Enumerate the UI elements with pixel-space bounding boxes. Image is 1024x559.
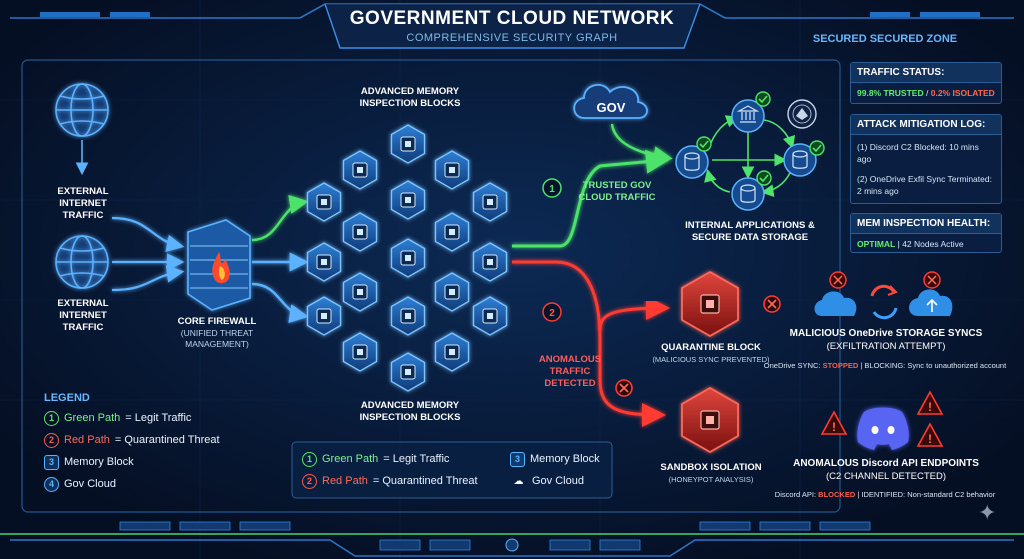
internal-apps-label: INTERNAL APPLICATIONS & SECURE DATA STOR…: [685, 220, 815, 243]
trusted-traffic-label: TRUSTED GOV CLOUD TRAFFIC: [578, 180, 656, 203]
firewall-sublabel: (UNIFIED THREAT MANAGEMENT): [180, 328, 254, 349]
legend-title: LEGEND: [44, 392, 90, 404]
gov-cloud-icon: [573, 84, 648, 119]
sandbox-label: SANDBOX ISOLATION: [660, 462, 762, 473]
memory-block-icon: [390, 180, 426, 220]
legend-item: 3 Memory Block: [510, 448, 610, 470]
sandbox-sublabel: (HONEYPOT ANALYSIS): [668, 475, 754, 484]
anomalous-badge-number: 2: [549, 308, 555, 319]
memory-block-icon: [434, 272, 470, 312]
page-title: GOVERNMENT CLOUD NETWORK: [349, 8, 675, 29]
anomalous-traffic-label: ANOMALOUS TRAFFIC DETECTED: [538, 354, 602, 389]
trusted-badge-number: 1: [549, 184, 555, 195]
legend-item: 4 Gov Cloud: [44, 473, 284, 495]
onedrive-cloud-icon: [814, 271, 857, 316]
attack-mitigation-panel: ATTACK MITIGATION LOG: (1) Discord C2 Bl…: [850, 114, 1002, 204]
svg-text:!: !: [928, 432, 932, 446]
gov-cloud-label: GOV: [597, 100, 626, 115]
memory-block-icon: [472, 242, 508, 282]
onedrive-threat-title: MALICIOUS OneDrive STORAGE SYNCS: [789, 328, 983, 339]
memory-block-cluster: [306, 124, 508, 392]
check-icon: [696, 91, 825, 186]
firewall-label: CORE FIREWALL: [177, 316, 257, 327]
memory-block-icon: [342, 332, 378, 372]
svg-text:!: !: [832, 420, 836, 434]
memory-block-icon: [434, 212, 470, 252]
sync-icon: [870, 284, 898, 320]
globe-icon: [55, 235, 109, 289]
legend-list: 1 Green Path = Legit Traffic 2 Red Path …: [44, 407, 284, 495]
attack-log-entry: (1) Discord C2 Blocked: 10 mins ago: [857, 142, 979, 164]
memory-block-icon: [472, 182, 508, 222]
quarantine-block-icon: [681, 270, 739, 338]
mem-health-panel: MEM INSPECTION HEALTH: OPTIMAL | 42 Node…: [850, 213, 1002, 253]
sandbox-block-icon: [681, 386, 739, 454]
memory-block-icon: [434, 150, 470, 190]
traffic-status-value: 99.8% TRUSTED / 0.2% ISOLATED: [857, 88, 995, 98]
legend-item: 2 Red Path = Quarantined Threat: [302, 470, 502, 492]
memory-blocks-label: ADVANCED MEMORY INSPECTION BLOCKS: [359, 86, 461, 109]
government-seal-icon: [787, 99, 817, 129]
memory-block-icon: [472, 296, 508, 336]
internet-traffic-label: EXTERNAL INTERNET TRAFFIC: [57, 298, 109, 333]
internal-apps-network: [675, 91, 825, 211]
memory-blocks-label: ADVANCED MEMORY INSPECTION BLOCKS: [359, 400, 461, 423]
attack-log-entry: (2) OneDrive Exfil Sync Terminated: 2 mi…: [857, 174, 992, 196]
center-legend-left: 1 Green Path = Legit Traffic 2 Red Path …: [302, 448, 502, 492]
memory-block-icon: [342, 272, 378, 312]
memory-block-icon: [390, 296, 426, 336]
memory-block-icon: [342, 212, 378, 252]
memory-block-icon: [306, 296, 342, 336]
legend-item: 1 Green Path = Legit Traffic: [44, 407, 284, 429]
legend-item: 3 Memory Block: [44, 451, 284, 473]
onedrive-threat-sub: (EXFILTRATION ATTEMPT): [826, 341, 946, 352]
legend-item: ☁ Gov Cloud: [510, 470, 610, 492]
memory-block-icon: [306, 242, 342, 282]
discord-icon: [857, 407, 909, 450]
discord-threat-sub: (C2 CHANNEL DETECTED): [826, 471, 946, 482]
traffic-status-panel: TRAFFIC STATUS: 99.8% TRUSTED / 0.2% ISO…: [850, 62, 1002, 104]
attack-log-title: ATTACK MITIGATION LOG:: [851, 115, 1001, 135]
internet-traffic-label: EXTERNAL INTERNET TRAFFIC: [57, 186, 109, 221]
onedrive-status-note: OneDrive SYNC: STOPPED | BLOCKING: Sync …: [763, 361, 1007, 370]
page-subtitle: COMPREHENSIVE SECURITY GRAPH: [406, 32, 618, 44]
memory-block-icon: [390, 352, 426, 392]
legend-item: 2 Red Path = Quarantined Threat: [44, 429, 284, 451]
quarantine-label: QUARANTINE BLOCK: [661, 342, 761, 353]
firewall-icon: [187, 219, 251, 311]
discord-threat-title: ANOMALOUS Discord API ENDPOINTS: [793, 458, 979, 469]
traffic-status-title: TRAFFIC STATUS:: [851, 63, 1001, 83]
memory-block-icon: [434, 332, 470, 372]
memory-block-icon: [390, 238, 426, 278]
cloud-icon: ☁: [513, 475, 524, 487]
mem-health-title: MEM INSPECTION HEALTH:: [851, 214, 1001, 234]
discord-status-note: Discord API: BLOCKED | IDENTIFIED: Non-s…: [774, 490, 996, 499]
cloud-upload-icon: [909, 271, 953, 316]
memory-block-icon: [306, 182, 342, 222]
globe-icon: [55, 83, 109, 137]
secured-zone-label: SECURED SECURED ZONE: [812, 33, 958, 45]
svg-text:!: !: [928, 400, 932, 414]
warning-icon: ! ! !: [820, 390, 944, 447]
center-legend-right: 3 Memory Block ☁ Gov Cloud: [510, 448, 610, 492]
memory-block-icon: [390, 124, 426, 164]
quarantine-sublabel: (MALICIOUS SYNC PREVENTED): [652, 355, 770, 364]
sparkle-icon: ✦: [978, 500, 997, 525]
path-badge: [542, 178, 562, 322]
memory-block-icon: [342, 150, 378, 190]
mem-health-value: OPTIMAL | 42 Nodes Active: [857, 239, 964, 249]
legend-item: 1 Green Path = Legit Traffic: [302, 448, 502, 470]
